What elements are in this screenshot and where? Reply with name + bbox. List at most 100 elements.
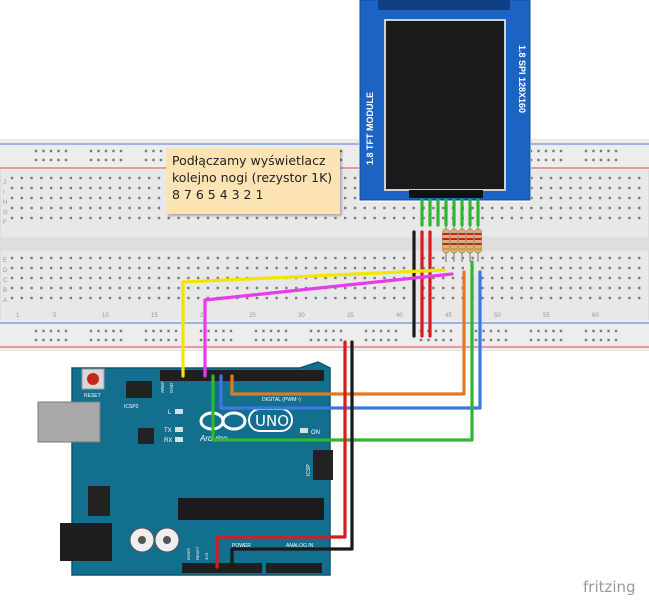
hole [197, 256, 200, 260]
hole [638, 216, 641, 220]
hole [353, 216, 357, 220]
tft-left-label: 1.8 TFT MODULE [365, 92, 375, 165]
hole [89, 286, 92, 290]
hole [216, 276, 219, 280]
hole [128, 186, 131, 190]
hole [598, 296, 602, 300]
hole [10, 206, 14, 210]
hole [79, 196, 82, 200]
rail-hole [112, 329, 115, 333]
hole [569, 216, 572, 220]
hole [334, 266, 337, 270]
row-letter: H [3, 200, 7, 206]
hole [197, 276, 200, 280]
hole [334, 286, 337, 290]
hole [79, 296, 82, 300]
hole [334, 276, 337, 280]
hole [89, 266, 92, 270]
rail-hole [119, 338, 123, 342]
hole [285, 256, 288, 260]
note-line-1: Podłączamy wyświetlacz [172, 153, 326, 168]
rail-hole [364, 329, 368, 333]
atmega-chip [178, 498, 324, 520]
hole [471, 206, 474, 210]
rail-hole [42, 329, 45, 333]
rail-hole [49, 158, 53, 162]
hole [89, 176, 92, 180]
hole [618, 276, 621, 280]
hole [304, 256, 308, 260]
hole [118, 276, 121, 280]
rail-hole [309, 329, 313, 333]
hole [40, 276, 43, 280]
hole [187, 296, 190, 300]
rail-hole [64, 158, 68, 162]
hole [148, 286, 151, 290]
hole [69, 186, 72, 190]
hole [50, 256, 53, 260]
hole [589, 256, 592, 260]
analog-label: ANALOG IN [286, 543, 314, 549]
hole [373, 266, 376, 270]
rail-hole [599, 338, 603, 342]
power-jack [60, 523, 112, 561]
rail-hole [394, 338, 398, 342]
hole [187, 286, 190, 290]
hole [628, 266, 631, 270]
hole [530, 206, 533, 210]
hole [69, 276, 72, 280]
hole [628, 256, 631, 260]
hole [79, 276, 82, 280]
hole [559, 216, 562, 220]
hole [50, 196, 53, 200]
hole [157, 286, 161, 290]
hole [10, 196, 14, 200]
hole [393, 206, 396, 210]
hole [99, 266, 102, 270]
rail-hole [284, 338, 288, 342]
hole [500, 206, 504, 210]
rail-hole [57, 158, 60, 162]
hole [500, 286, 504, 290]
hole [589, 266, 592, 270]
hole [530, 256, 533, 260]
hole [99, 276, 102, 280]
resistor-array [442, 220, 482, 262]
hole [40, 206, 43, 210]
hole [69, 216, 72, 220]
fritzing-watermark: fritzing [583, 578, 636, 596]
hole [30, 176, 33, 180]
hole [30, 286, 33, 290]
hole [402, 286, 406, 290]
rail-hole [119, 158, 123, 162]
hole [40, 256, 43, 260]
row-letter: C [3, 278, 8, 284]
hole [69, 286, 72, 290]
hole [10, 296, 14, 300]
rail-hole [419, 338, 423, 342]
hole [638, 276, 641, 280]
hole [79, 266, 82, 270]
col-number: 25 [249, 313, 256, 319]
hole [510, 216, 513, 220]
hole [255, 296, 259, 300]
rail-hole [222, 329, 225, 333]
hole [59, 196, 63, 200]
hole [128, 216, 131, 220]
hole [138, 296, 141, 300]
hole [589, 196, 592, 200]
col-number: 40 [396, 313, 403, 319]
hole [451, 286, 455, 290]
rail-hole [607, 158, 610, 162]
rail-hole [229, 329, 233, 333]
hole [383, 286, 386, 290]
hole [40, 176, 43, 180]
hole [628, 206, 631, 210]
hole [393, 276, 396, 280]
rail-hole [449, 338, 453, 342]
rail-hole [394, 329, 398, 333]
hole [628, 196, 631, 200]
tft-screen [384, 19, 506, 191]
hole [549, 216, 553, 220]
